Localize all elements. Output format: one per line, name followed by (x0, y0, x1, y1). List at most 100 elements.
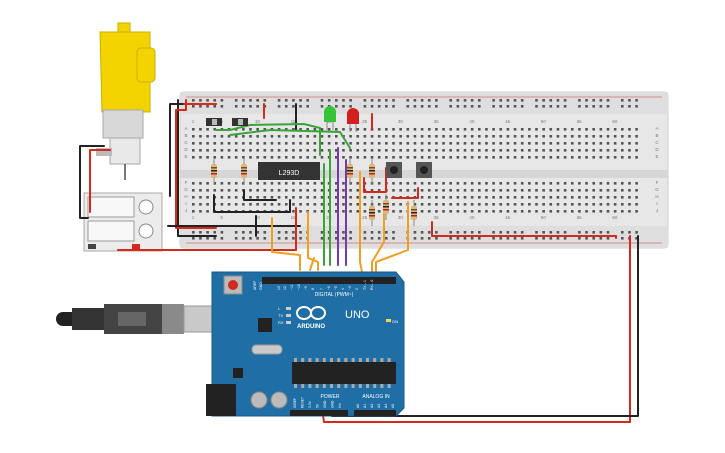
breadboard-hole[interactable] (606, 237, 610, 240)
breadboard-hole[interactable] (442, 203, 445, 206)
breadboard-hole[interactable] (292, 203, 295, 206)
resistor[interactable] (369, 200, 375, 226)
breadboard-hole[interactable] (363, 237, 367, 240)
breadboard-hole[interactable] (213, 135, 217, 138)
breadboard-hole[interactable] (470, 128, 474, 131)
breadboard-hole[interactable] (506, 182, 510, 185)
breadboard-hole[interactable] (542, 149, 545, 152)
breadboard-hole[interactable] (356, 203, 360, 206)
breadboard-hole[interactable] (606, 142, 610, 145)
breadboard-hole[interactable] (578, 99, 581, 102)
dc-motor[interactable] (96, 22, 156, 180)
breadboard-hole[interactable] (192, 135, 195, 138)
breadboard-hole[interactable] (327, 128, 331, 131)
breadboard-hole[interactable] (556, 210, 560, 213)
breadboard-hole[interactable] (628, 105, 631, 108)
breadboard-hole[interactable] (306, 105, 309, 108)
breadboard-hole[interactable] (463, 135, 467, 138)
breadboard-hole[interactable] (256, 237, 259, 240)
breadboard-hole[interactable] (356, 210, 360, 213)
breadboard-hole[interactable] (220, 156, 224, 159)
breadboard-hole[interactable] (385, 99, 388, 102)
breadboard-hole[interactable] (578, 149, 581, 152)
breadboard-hole[interactable] (377, 99, 381, 102)
breadboard-hole[interactable] (292, 237, 295, 240)
breadboard-hole[interactable] (592, 231, 595, 234)
breadboard-hole[interactable] (563, 135, 567, 138)
breadboard-hole[interactable] (478, 105, 481, 108)
breadboard-hole[interactable] (478, 99, 481, 102)
breadboard-hole[interactable] (435, 182, 438, 185)
breadboard-hole[interactable] (199, 128, 202, 131)
breadboard-hole[interactable] (635, 135, 638, 138)
breadboard-hole[interactable] (299, 231, 302, 234)
breadboard-hole[interactable] (492, 203, 495, 206)
breadboard-hole[interactable] (349, 210, 352, 213)
breadboard-hole[interactable] (613, 156, 617, 159)
breadboard-hole[interactable] (599, 189, 603, 192)
breadboard-hole[interactable] (506, 196, 510, 199)
breadboard-hole[interactable] (320, 237, 324, 240)
breadboard-hole[interactable] (492, 196, 495, 199)
breadboard-hole[interactable] (313, 135, 317, 138)
breadboard-hole[interactable] (585, 203, 588, 206)
breadboard-hole[interactable] (499, 182, 503, 185)
breadboard-hole[interactable] (578, 128, 581, 131)
breadboard-hole[interactable] (427, 128, 431, 131)
breadboard-hole[interactable] (192, 142, 195, 145)
breadboard-hole[interactable] (270, 149, 274, 152)
breadboard-hole[interactable] (199, 182, 202, 185)
breadboard-hole[interactable] (585, 135, 588, 138)
breadboard-hole[interactable] (499, 189, 503, 192)
breadboard-hole[interactable] (470, 203, 474, 206)
breadboard-hole[interactable] (249, 182, 252, 185)
slide-switch-2[interactable] (232, 118, 248, 126)
breadboard-hole[interactable] (621, 105, 624, 108)
breadboard-hole[interactable] (520, 237, 524, 240)
breadboard-hole[interactable] (499, 203, 503, 206)
breadboard-hole[interactable] (413, 135, 417, 138)
breadboard-hole[interactable] (506, 135, 510, 138)
breadboard-hole[interactable] (478, 135, 481, 138)
breadboard-hole[interactable] (427, 189, 431, 192)
breadboard-hole[interactable] (363, 231, 367, 234)
breadboard-hole[interactable] (621, 210, 624, 213)
breadboard-hole[interactable] (613, 210, 617, 213)
breadboard-hole[interactable] (606, 156, 610, 159)
breadboard-hole[interactable] (606, 189, 610, 192)
breadboard-hole[interactable] (249, 128, 252, 131)
breadboard-hole[interactable] (277, 135, 281, 138)
breadboard-hole[interactable] (606, 149, 610, 152)
breadboard-hole[interactable] (549, 135, 553, 138)
breadboard-hole[interactable] (270, 156, 274, 159)
breadboard-hole[interactable] (478, 203, 481, 206)
breadboard-hole[interactable] (513, 156, 517, 159)
breadboard-hole[interactable] (435, 203, 438, 206)
breadboard-hole[interactable] (628, 142, 631, 145)
breadboard-hole[interactable] (542, 196, 545, 199)
breadboard-hole[interactable] (242, 203, 245, 206)
breadboard-hole[interactable] (199, 189, 202, 192)
breadboard-hole[interactable] (413, 237, 417, 240)
breadboard-hole[interactable] (427, 135, 431, 138)
breadboard-hole[interactable] (592, 189, 595, 192)
breadboard-hole[interactable] (463, 203, 467, 206)
breadboard-hole[interactable] (520, 99, 524, 102)
breadboard-hole[interactable] (277, 156, 281, 159)
breadboard-hole[interactable] (621, 231, 624, 234)
breadboard-hole[interactable] (206, 210, 209, 213)
breadboard-hole[interactable] (578, 135, 581, 138)
breadboard-hole[interactable] (427, 182, 431, 185)
breadboard-hole[interactable] (599, 149, 603, 152)
breadboard-hole[interactable] (420, 189, 424, 192)
breadboard-hole[interactable] (277, 189, 281, 192)
breadboard-hole[interactable] (420, 203, 424, 206)
breadboard-hole[interactable] (506, 231, 510, 234)
breadboard-hole[interactable] (570, 149, 574, 152)
breadboard-hole[interactable] (406, 99, 410, 102)
breadboard-hole[interactable] (356, 149, 360, 152)
breadboard-hole[interactable] (442, 135, 445, 138)
breadboard-hole[interactable] (485, 196, 488, 199)
breadboard-hole[interactable] (249, 99, 252, 102)
breadboard-hole[interactable] (413, 149, 417, 152)
